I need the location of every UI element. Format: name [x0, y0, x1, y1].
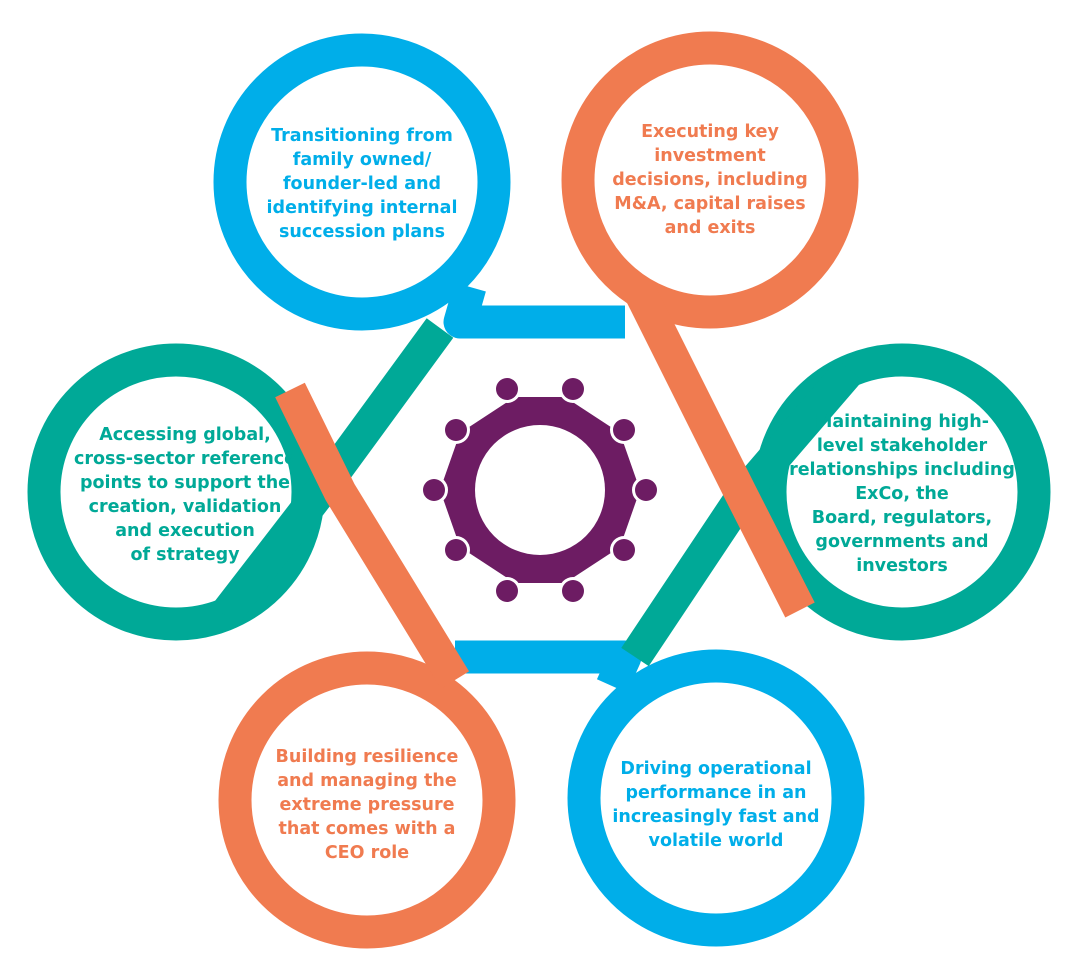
person-icon	[610, 536, 638, 564]
person-icon	[442, 416, 470, 444]
petal-left-label: Accessing global, cross-sector reference…	[73, 425, 297, 565]
petal-right-ring	[753, 343, 1051, 641]
person-icon	[420, 476, 448, 504]
orange-right-band	[625, 284, 815, 618]
person-icon	[559, 577, 587, 605]
petal-top-right-label: Executing key investment decisions, incl…	[612, 122, 808, 238]
table-center-hole	[475, 425, 605, 555]
petal-bottom-left-ring	[218, 651, 516, 949]
person-icon	[610, 416, 638, 444]
round-table-meeting-icon	[420, 375, 660, 605]
person-icon	[493, 577, 521, 605]
orange-left-band	[275, 382, 470, 689]
blue-bottom-band	[455, 640, 642, 693]
petal-bottom-left-label: Building resilience and managing the ext…	[275, 747, 459, 863]
person-icon	[493, 375, 521, 403]
blue-top-band	[443, 282, 625, 339]
petal-bottom-right-label: Driving operational performance in an in…	[612, 759, 820, 851]
petal-right-label: Maintaining high- level stakeholder rela…	[789, 412, 1015, 576]
petal-top-right-ring	[561, 31, 859, 329]
petal-bottom-right-ring	[567, 649, 865, 947]
teal-left-band	[211, 318, 454, 626]
person-icon	[442, 536, 470, 564]
person-icon	[559, 375, 587, 403]
person-icon	[632, 476, 660, 504]
petal-top-left-ring	[213, 33, 511, 331]
petal-top-left-label: Transitioning from family owned/ founder…	[266, 126, 458, 242]
